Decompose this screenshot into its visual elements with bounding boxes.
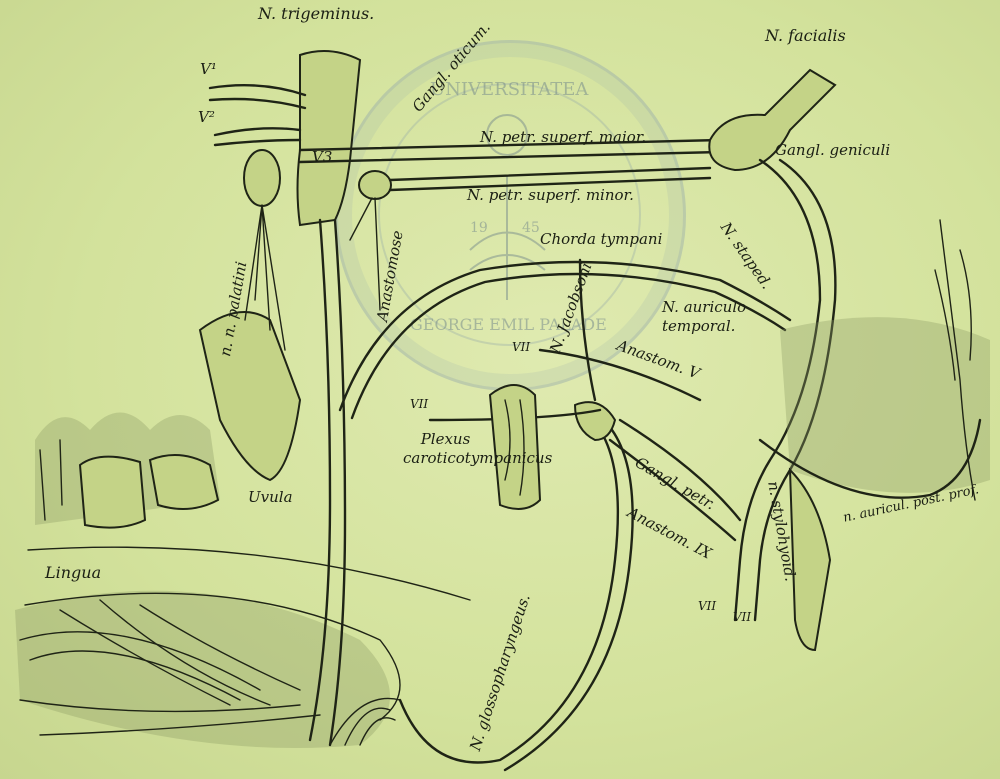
carotico-tympanic-plexus — [490, 385, 540, 509]
label-v2: V² — [198, 110, 215, 125]
label-v3: V3 — [312, 150, 332, 165]
label-vii-a: VII — [512, 341, 530, 353]
label-plexus: Plexus caroticotympanicus — [403, 430, 488, 468]
stamp-year-left: 19 — [470, 220, 488, 236]
stamp-text-bottom: GEORGE EMIL PALADE — [410, 315, 607, 334]
label-vii-c: VII — [698, 600, 716, 612]
posterior-auricular — [760, 220, 990, 650]
label-vii-b: VII — [410, 398, 428, 410]
label-n-petr-sup-minor: N. petr. superf. minor. — [467, 188, 634, 203]
label-gangl-geniculi: Gangl. geniculi — [775, 143, 890, 158]
label-n-facialis: N. facialis — [765, 28, 846, 44]
label-n-petr-sup-maior: N. petr. superf. maior. — [480, 130, 646, 145]
label-vii-d: VII — [733, 611, 751, 623]
label-n-trigeminus: N. trigeminus. — [258, 6, 374, 22]
label-chorda-tympani: Chorda tympani — [540, 232, 662, 247]
label-v1: V¹ — [200, 62, 217, 77]
label-n-auriculo-temporal: N. auriculo temporal. — [662, 298, 772, 336]
label-uvula: Uvula — [248, 490, 293, 505]
stamp-text-top: UNIVERSITATEA — [430, 79, 589, 100]
label-lingua: Lingua — [45, 565, 101, 581]
stamp-year-right: 45 — [522, 220, 540, 236]
